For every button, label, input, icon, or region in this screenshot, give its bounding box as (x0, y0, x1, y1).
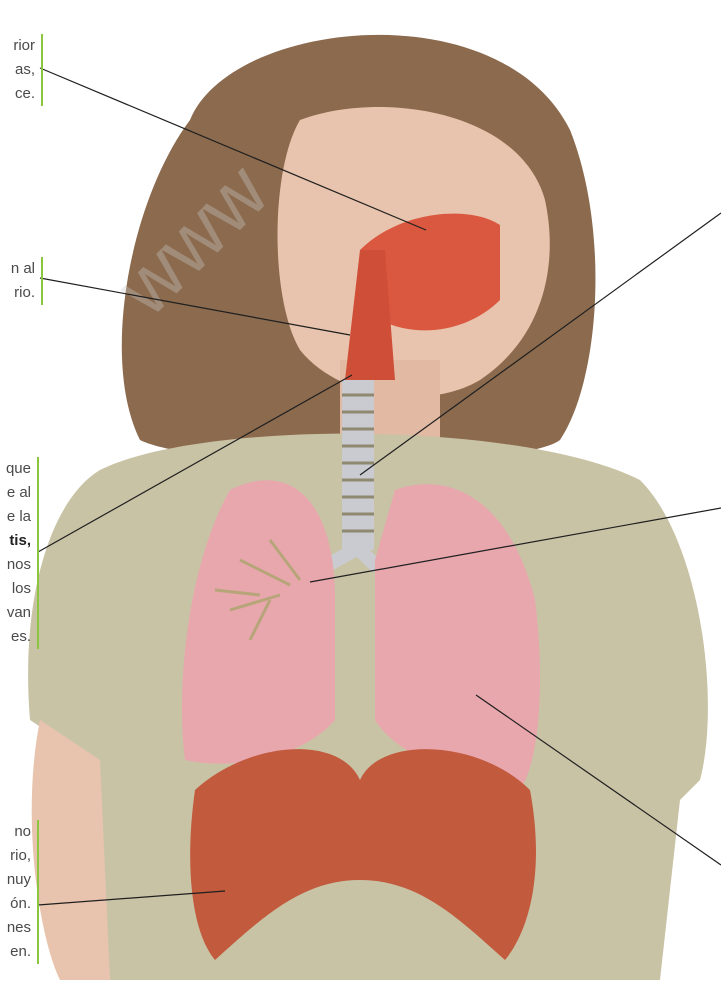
label-diaphragm: no rio, nuy ón. nes en. (7, 820, 39, 964)
trachea (342, 380, 374, 550)
label-larynx: que e al e la tis, nos los van es. (6, 457, 39, 649)
left-arm (32, 720, 110, 980)
label-pharynx: n al rio. (11, 257, 43, 305)
label-nasal-cavity: rior as, ce. (13, 34, 43, 106)
